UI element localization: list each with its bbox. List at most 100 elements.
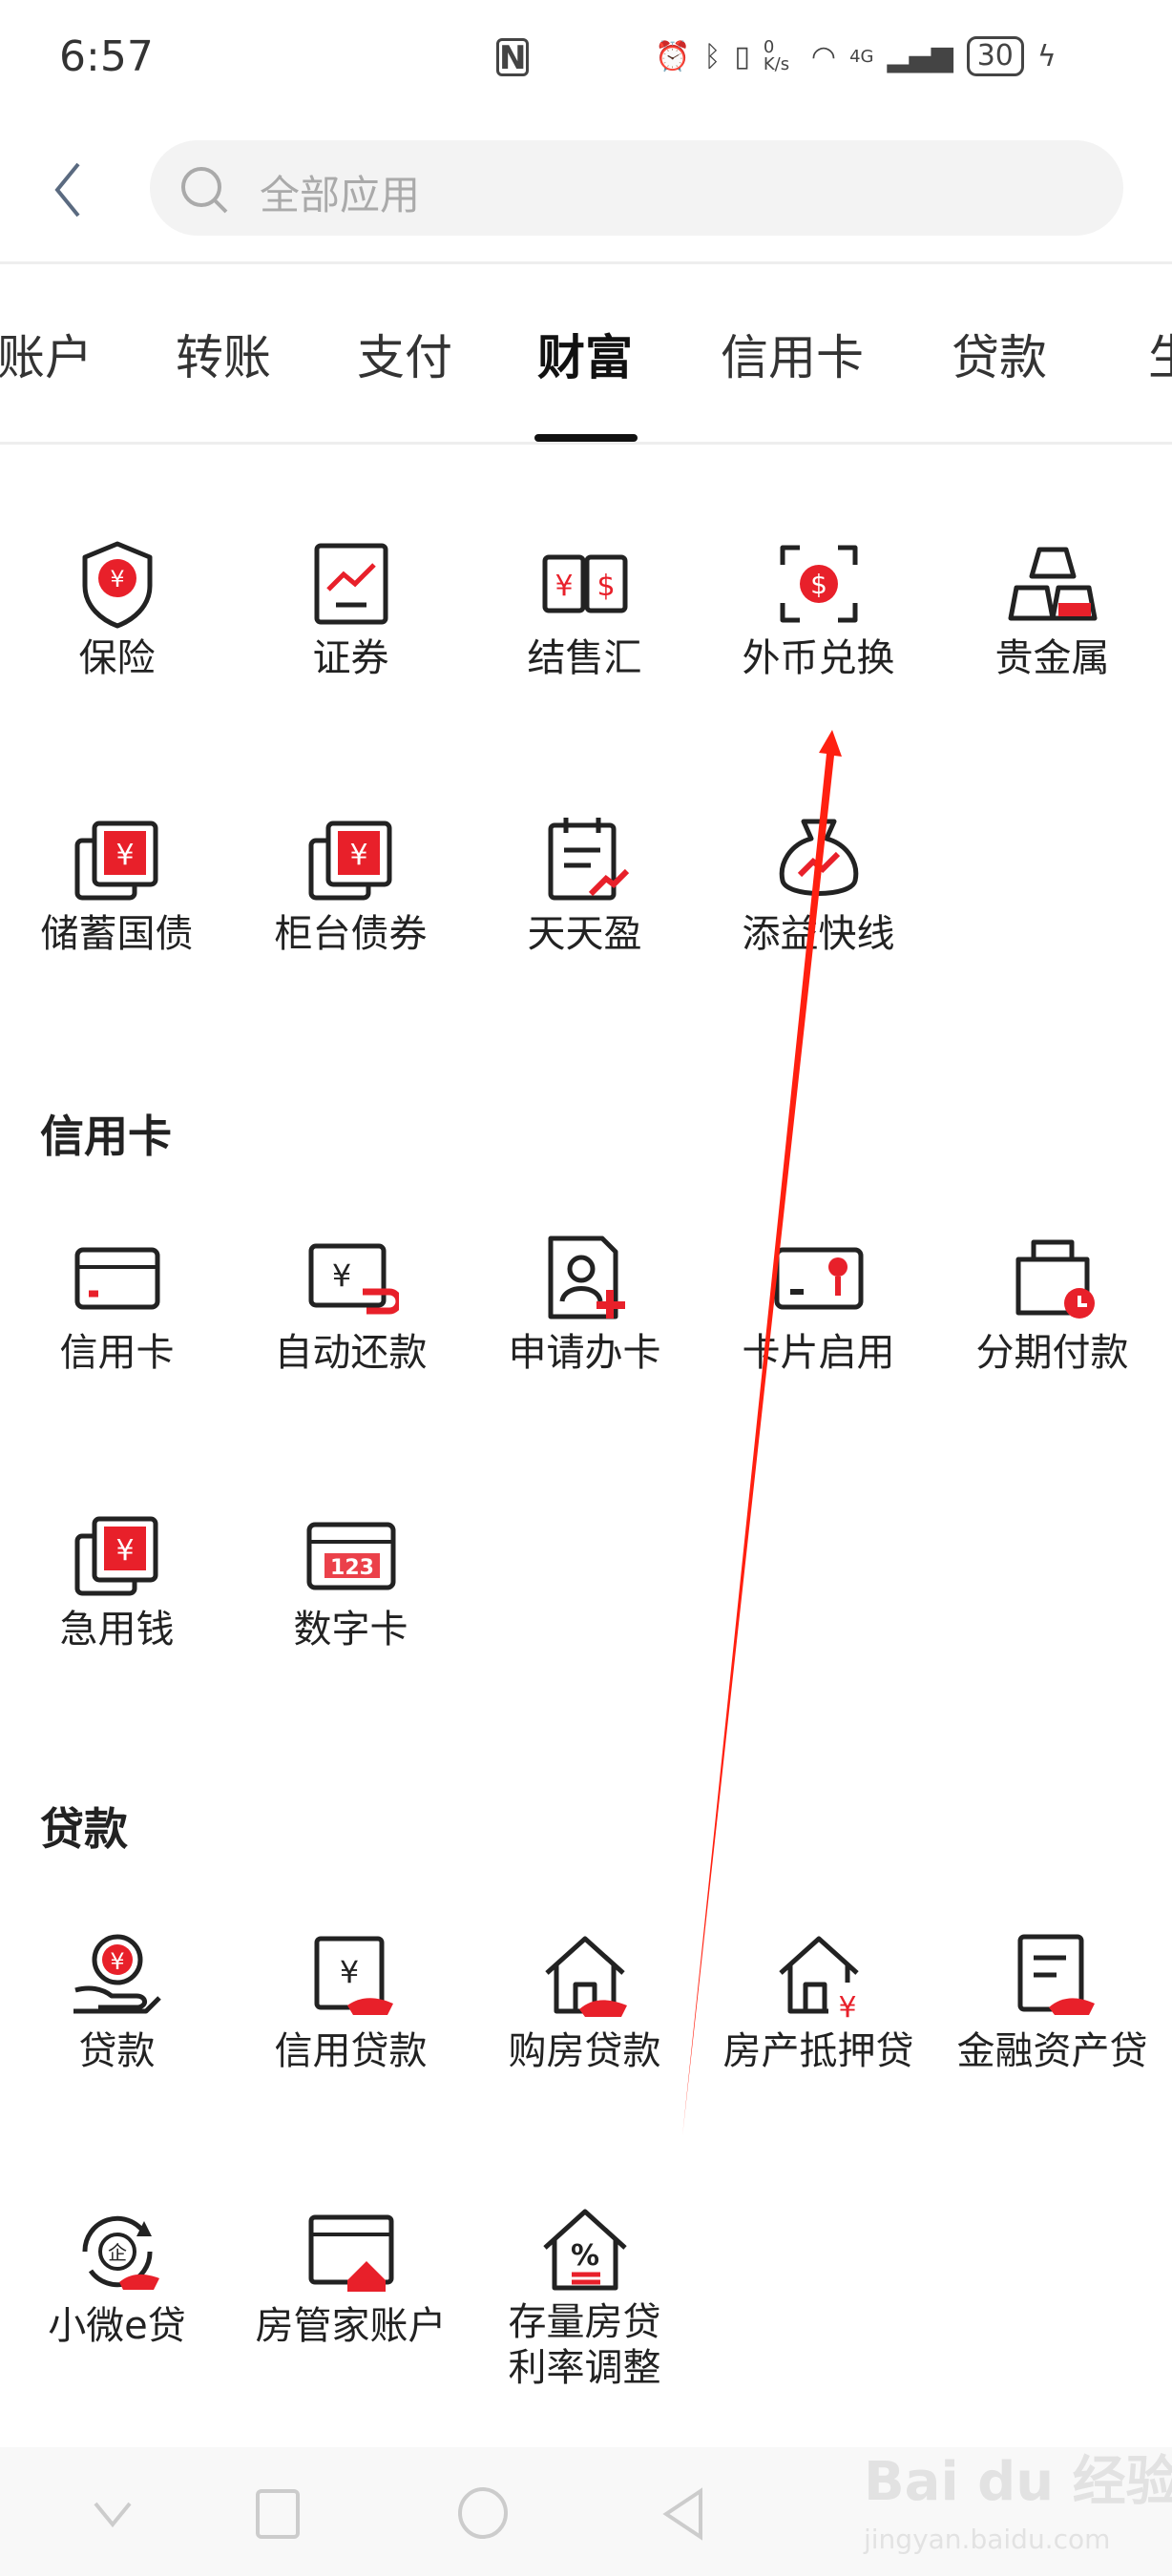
svg-text:¥: ¥ bbox=[555, 570, 573, 603]
enterprise-cycle-icon: 企 bbox=[81, 2215, 159, 2290]
app-label: 结售汇 bbox=[527, 636, 642, 680]
yen-stack-icon: ¥ bbox=[74, 821, 157, 901]
app-label: 申请办卡 bbox=[508, 1331, 661, 1375]
divider bbox=[0, 261, 1172, 264]
house-yen-icon: ¥ bbox=[778, 1936, 859, 2025]
app-item-house-hand[interactable]: 购房贷款 bbox=[468, 1929, 701, 2074]
bluetooth-icon: ᛒ bbox=[703, 39, 722, 73]
tab-credit-card[interactable]: 信用卡 bbox=[721, 330, 864, 385]
svg-text:企: 企 bbox=[108, 2241, 127, 2264]
recents-square-icon[interactable] bbox=[254, 2487, 302, 2541]
shield-yen-icon: ¥ bbox=[82, 541, 152, 629]
app-label: 自动还款 bbox=[274, 1331, 428, 1375]
stock-chart-icon bbox=[314, 543, 387, 625]
app-item-gold-bars[interactable]: 贵金属 bbox=[935, 536, 1169, 681]
app-label: 购房贷款 bbox=[508, 2029, 661, 2073]
nfc-icon: N bbox=[496, 38, 529, 76]
app-label: 分期付款 bbox=[975, 1331, 1129, 1375]
app-item-yen-card-return[interactable]: ¥ 自动还款 bbox=[234, 1231, 468, 1376]
svg-text:¥: ¥ bbox=[110, 1948, 124, 1975]
app-item-digital-card[interactable]: 123 数字卡 bbox=[234, 1507, 468, 1652]
app-item-yen-stack[interactable]: ¥储蓄国债 bbox=[0, 812, 234, 957]
signal-icon: ▂▄▆ bbox=[887, 39, 953, 73]
app-item-enterprise-cycle[interactable]: 企小微e贷 bbox=[0, 2204, 234, 2349]
credit-card-icon bbox=[74, 1247, 159, 1310]
app-item-stock-chart[interactable]: 证券 bbox=[234, 536, 468, 681]
divider bbox=[0, 442, 1172, 445]
status-icons: ⏰ ᛒ ▯ 0 K/s ◠ 4G ▂▄▆ 30 ϟ bbox=[655, 36, 1057, 76]
back-arrow-icon[interactable] bbox=[50, 158, 88, 221]
tab-transfer[interactable]: 转账 bbox=[176, 330, 271, 385]
app-item-yen-dollar-exchange[interactable]: ¥ $ 结售汇 bbox=[468, 536, 701, 681]
tab-life[interactable]: 生 bbox=[1148, 320, 1172, 388]
app-label: 添益快线 bbox=[742, 912, 895, 956]
app-item-bag-clock[interactable]: 分期付款 bbox=[935, 1231, 1169, 1376]
app-label: 房管家账户 bbox=[255, 2304, 447, 2348]
search-input[interactable]: 全部应用 bbox=[150, 140, 1123, 236]
app-item-calendar-trend[interactable]: 天天盈 bbox=[468, 812, 701, 957]
app-item-house-percent[interactable]: %存量房贷利率调整 bbox=[468, 2204, 701, 2391]
app-label: 天天盈 bbox=[527, 912, 642, 956]
app-item-hand-yen[interactable]: ¥ 贷款 bbox=[0, 1929, 234, 2074]
baidu-watermark-logo: Bai du 经验 bbox=[864, 2451, 1172, 2513]
system-nav-bar bbox=[0, 2447, 1172, 2576]
back-triangle-icon[interactable] bbox=[660, 2487, 706, 2541]
app-item-apply-user[interactable]: 申请办卡 bbox=[468, 1231, 701, 1376]
baidu-watermark-url: jingyan.baidu.com bbox=[864, 2524, 1111, 2555]
category-tabs: 账户 转账 支付 财富 信用卡 贷款 生 bbox=[0, 264, 1172, 442]
house-hand-icon bbox=[544, 1936, 627, 2017]
apply-user-icon bbox=[548, 1236, 625, 1319]
app-label: 信用贷款 bbox=[274, 2029, 428, 2073]
dollar-scan-icon: $ bbox=[780, 545, 857, 623]
app-label: 小微e贷 bbox=[48, 2304, 186, 2348]
section-title-credit: 信用卡 bbox=[40, 1111, 172, 1162]
charging-icon: ϟ bbox=[1036, 39, 1057, 73]
net-speed: 0 K/s bbox=[763, 37, 790, 74]
svg-text:¥: ¥ bbox=[349, 839, 367, 872]
home-circle-icon[interactable] bbox=[456, 2485, 510, 2541]
app-item-window-house[interactable]: 房管家账户 bbox=[234, 2204, 468, 2349]
tab-payment[interactable]: 支付 bbox=[357, 330, 452, 385]
app-item-doc-hand[interactable]: 金融资产贷 bbox=[935, 1929, 1169, 2074]
svg-text:$: $ bbox=[596, 570, 615, 603]
section-title-loan: 贷款 bbox=[40, 1803, 128, 1855]
search-icon bbox=[181, 167, 228, 214]
status-bar: 6:57 N ⏰ ᛒ ▯ 0 K/s ◠ 4G ▂▄▆ 30 ϟ bbox=[0, 0, 1172, 114]
chevron-down-icon[interactable] bbox=[92, 2500, 134, 2528]
active-tab-indicator bbox=[534, 434, 638, 442]
calendar-trend-icon bbox=[548, 818, 629, 901]
app-label: 卡片启用 bbox=[742, 1331, 895, 1375]
app-label: 柜台债券 bbox=[274, 912, 428, 956]
app-item-credit-card[interactable]: 信用卡 bbox=[0, 1231, 234, 1376]
app-item-dollar-scan[interactable]: $外币兑换 bbox=[701, 536, 935, 681]
tab-wealth[interactable]: 财富 bbox=[537, 330, 633, 385]
tab-account[interactable]: 账户 bbox=[0, 330, 93, 385]
house-percent-icon: % bbox=[542, 2209, 627, 2291]
svg-text:¥: ¥ bbox=[331, 1257, 350, 1294]
tab-loan[interactable]: 贷款 bbox=[952, 330, 1047, 385]
app-item-house-yen[interactable]: ¥房产抵押贷 bbox=[701, 1929, 935, 2074]
network-type: 4G bbox=[849, 46, 874, 67]
app-item-yen-stack[interactable]: ¥ 柜台债券 bbox=[234, 812, 468, 957]
app-item-card-key[interactable]: 卡片启用 bbox=[701, 1231, 935, 1376]
bag-clock-icon bbox=[1015, 1239, 1095, 1319]
yen-card-return-icon: ¥ bbox=[308, 1243, 399, 1315]
app-item-yen-stack[interactable]: ¥急用钱 bbox=[0, 1507, 234, 1652]
yen-stack-icon: ¥ bbox=[308, 821, 391, 901]
svg-text:$: $ bbox=[810, 569, 827, 600]
app-label: 贵金属 bbox=[994, 636, 1110, 680]
money-bag-icon bbox=[779, 819, 858, 896]
app-label: 利率调整 bbox=[508, 2346, 661, 2390]
app-label: 保险 bbox=[78, 636, 156, 680]
app-label: 数字卡 bbox=[293, 1608, 408, 1652]
app-label: 急用钱 bbox=[59, 1608, 175, 1652]
app-item-money-bag[interactable]: 添益快线 bbox=[701, 812, 935, 957]
app-label: 贷款 bbox=[78, 2029, 156, 2073]
app-label: 证券 bbox=[312, 636, 389, 680]
app-label: 金融资产贷 bbox=[956, 2029, 1148, 2073]
svg-text:123: 123 bbox=[330, 1556, 374, 1580]
app-item-shield-yen[interactable]: ¥ 保险 bbox=[0, 536, 234, 681]
app-item-yen-doc-hand[interactable]: ¥信用贷款 bbox=[234, 1929, 468, 2074]
svg-text:%: % bbox=[570, 2239, 598, 2273]
svg-text:¥: ¥ bbox=[838, 1991, 856, 2025]
